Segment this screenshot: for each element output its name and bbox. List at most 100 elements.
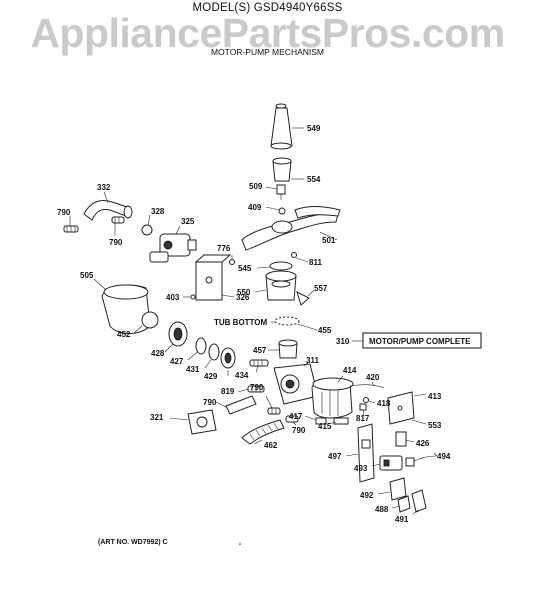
callout-417[interactable]: 417: [289, 412, 303, 421]
motor-body[interactable]: [311, 377, 354, 419]
callout-415[interactable]: 415: [318, 422, 332, 431]
callout-418[interactable]: 418: [377, 399, 391, 408]
part-321-elbow[interactable]: [187, 409, 217, 435]
part-509-screw[interactable]: [276, 184, 286, 200]
part-462-drain-hose[interactable]: [241, 419, 285, 445]
callout-429[interactable]: 429: [204, 372, 218, 381]
callout-509[interactable]: 509: [249, 182, 263, 191]
part-790-clamp-4[interactable]: [285, 415, 299, 423]
callout-505[interactable]: 505: [80, 271, 94, 280]
motor-pump-complete-box[interactable]: [362, 332, 482, 349]
callout-413[interactable]: 413: [428, 392, 442, 401]
part-415[interactable]: [333, 417, 349, 425]
callout-420[interactable]: 420: [366, 373, 380, 382]
callout-462[interactable]: 462: [264, 441, 278, 450]
callout-492[interactable]: 492: [360, 491, 374, 500]
callout-790[interactable]: 790: [203, 398, 217, 407]
callout-491[interactable]: 491: [395, 515, 409, 524]
part-325-valve[interactable]: [149, 233, 197, 263]
part-790-hose[interactable]: [225, 395, 257, 415]
callout-321[interactable]: 321: [150, 413, 164, 422]
callout-332[interactable]: 332: [97, 183, 111, 192]
part-311-pump-housing[interactable]: [273, 363, 319, 405]
part-790-clamp-2[interactable]: [111, 216, 125, 224]
callout-428[interactable]: 428: [151, 349, 165, 358]
callout-493[interactable]: 493: [354, 464, 368, 473]
part-817[interactable]: [359, 403, 367, 411]
callout-409[interactable]: 409: [248, 203, 262, 212]
callout-817[interactable]: 817: [356, 414, 370, 423]
callout-790[interactable]: 790: [109, 238, 123, 247]
art-number: (ART NO. WD7992) C: [98, 539, 168, 546]
part-501-spray-arm[interactable]: [241, 206, 341, 251]
part-819-spring[interactable]: [247, 385, 265, 393]
part-557[interactable]: [296, 291, 310, 306]
part-326-bracket[interactable]: [194, 254, 232, 301]
callout-497[interactable]: 497: [328, 452, 342, 461]
callout-426[interactable]: 426: [416, 439, 430, 448]
callout-457[interactable]: 457: [253, 346, 267, 355]
part-332-hose[interactable]: [83, 200, 133, 221]
part-431[interactable]: [208, 343, 220, 361]
callout-790[interactable]: 790: [292, 426, 306, 435]
callout-550[interactable]: 550: [237, 288, 251, 297]
callout-414[interactable]: 414: [343, 366, 357, 375]
part-550-housing[interactable]: [265, 270, 297, 301]
part-549-tube[interactable]: [270, 103, 293, 150]
part-494-wire[interactable]: [405, 455, 437, 467]
part-790-clamp-3[interactable]: [267, 407, 281, 415]
callout-811[interactable]: 811: [309, 258, 322, 267]
callout-427[interactable]: 427: [170, 357, 184, 366]
part-545-ring[interactable]: [269, 261, 293, 271]
part-328[interactable]: [141, 224, 153, 236]
callout-403[interactable]: 403: [166, 293, 180, 302]
callout-790[interactable]: 790: [250, 383, 264, 392]
part-493-switch[interactable]: [379, 455, 403, 471]
callout-545[interactable]: 545: [238, 264, 252, 273]
callout-790[interactable]: 790: [57, 208, 71, 217]
part-457[interactable]: [278, 339, 298, 359]
part-403[interactable]: [190, 294, 196, 300]
callout-494[interactable]: 494: [437, 452, 451, 461]
callout-501[interactable]: 501: [322, 236, 336, 245]
part-427[interactable]: [195, 337, 207, 355]
callout-311[interactable]: 311: [306, 356, 319, 365]
callout-325[interactable]: 325: [181, 217, 195, 226]
callout-554[interactable]: 554: [307, 175, 321, 184]
part-811[interactable]: [291, 252, 297, 258]
callout-328[interactable]: 328: [151, 207, 165, 216]
callout-452[interactable]: 452: [117, 330, 131, 339]
part-776[interactable]: [229, 259, 235, 265]
callout-549[interactable]: 549: [307, 124, 321, 133]
callout-557[interactable]: 557: [314, 284, 328, 293]
part-418[interactable]: [363, 397, 369, 403]
part-429[interactable]: [220, 347, 236, 369]
part-491[interactable]: [411, 489, 427, 513]
part-434-spring[interactable]: [249, 359, 269, 367]
part-428-impeller[interactable]: [168, 321, 188, 347]
part-426-clip[interactable]: [395, 431, 407, 447]
callout-553[interactable]: 553: [428, 421, 442, 430]
callout-455[interactable]: 455: [318, 326, 332, 335]
part-420-wire[interactable]: [349, 384, 385, 389]
callout-776[interactable]: 776: [217, 244, 231, 253]
part-497-bracket[interactable]: [357, 423, 375, 483]
part-417[interactable]: [315, 417, 327, 425]
part-488[interactable]: [397, 495, 411, 513]
callout-431[interactable]: 431: [186, 365, 200, 374]
callout-488[interactable]: 488: [375, 505, 389, 514]
watermark: AppliancePartsPros.com: [30, 10, 505, 56]
part-492[interactable]: [389, 477, 407, 501]
part-554-cup[interactable]: [272, 157, 292, 182]
tub-bottom-ring: [274, 316, 300, 326]
part-505-housing[interactable]: [101, 284, 159, 334]
callout-310[interactable]: 310: [336, 337, 350, 346]
part-413-bracket[interactable]: [387, 391, 415, 425]
part-409[interactable]: [278, 207, 286, 215]
part-790-clamp-left[interactable]: [63, 225, 79, 233]
callout-326[interactable]: 326: [236, 293, 250, 302]
callout-434[interactable]: 434: [235, 371, 249, 380]
model-number: MODEL(S) GSD4940Y66SS: [192, 2, 343, 14]
callout-819[interactable]: 819: [221, 387, 235, 396]
